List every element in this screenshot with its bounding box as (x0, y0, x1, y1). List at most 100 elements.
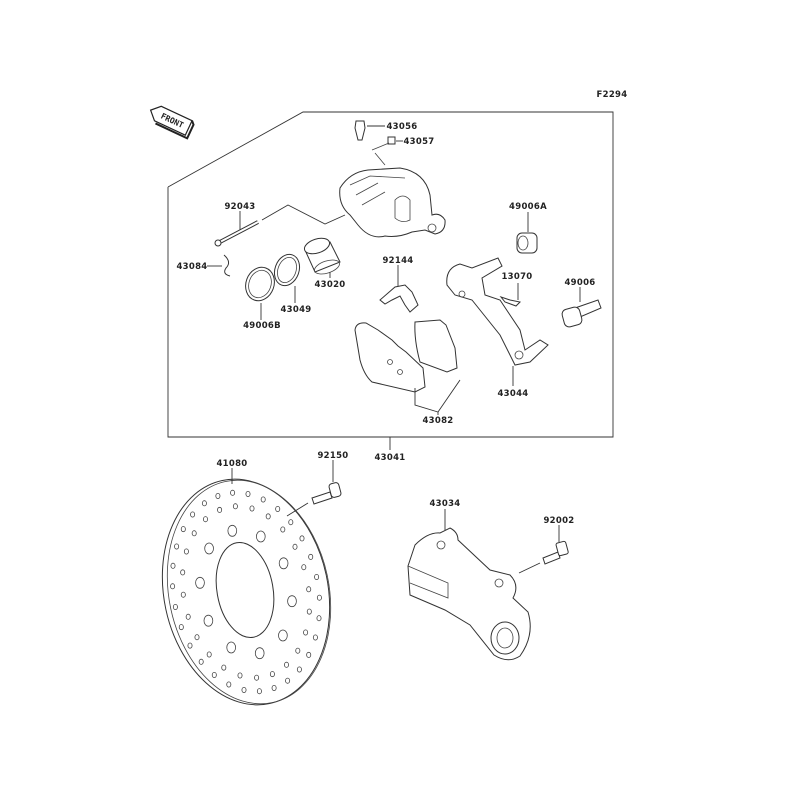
part-label-92144[interactable]: 92144 (382, 256, 413, 266)
part-label-49006B[interactable]: 49006B (243, 321, 281, 331)
disc-hole (237, 672, 243, 679)
disc-hole (226, 641, 237, 654)
boot-a[interactable] (516, 212, 538, 254)
disc-hole (230, 489, 236, 496)
disc-hole (190, 511, 196, 518)
disc-hole (271, 685, 277, 692)
disc-hole (256, 688, 262, 695)
part-label-13070[interactable]: 13070 (501, 272, 532, 282)
disc-hole (255, 530, 266, 543)
part-label-43056[interactable]: 43056 (386, 122, 417, 132)
disc-hole (308, 553, 314, 560)
boot-sleeve[interactable] (561, 287, 602, 328)
part-label-43057[interactable]: 43057 (403, 137, 434, 147)
disc-hole (187, 642, 193, 649)
disc-hole (249, 505, 255, 512)
disc-hole (217, 506, 223, 513)
part-label-41080[interactable]: 41080 (216, 459, 247, 469)
part-label-49006[interactable]: 49006 (564, 278, 595, 288)
part-label-43084[interactable]: 43084 (176, 262, 207, 272)
holder-bolt[interactable] (542, 525, 569, 565)
caliper-body[interactable] (339, 167, 446, 238)
disc-hole (227, 524, 238, 537)
disc-bolt[interactable] (311, 460, 342, 505)
pad-clip[interactable] (499, 283, 522, 307)
disc-hole (170, 562, 176, 569)
caliper-holder[interactable] (407, 509, 541, 661)
disc-hole (278, 629, 288, 642)
disc-hole (260, 496, 266, 503)
disc-hole (303, 629, 309, 636)
disc-hole (204, 542, 214, 555)
disc-hole (306, 651, 312, 658)
dust-seal[interactable] (241, 263, 279, 320)
disc-hole (254, 674, 260, 681)
disc-hole (180, 569, 186, 576)
diagram-code: F2294 (597, 90, 628, 100)
disc-hole (280, 526, 286, 533)
part-label-92043[interactable]: 92043 (224, 202, 255, 212)
disc-hole (295, 647, 301, 654)
assembly-outline (167, 111, 614, 438)
bleeder-valve[interactable] (354, 120, 385, 141)
disc-hole (312, 634, 318, 641)
disc-hole (292, 543, 298, 550)
disc-hole (265, 513, 271, 520)
part-label-43034[interactable]: 43034 (429, 499, 460, 509)
disc-hole (215, 492, 221, 499)
disc-hole (245, 490, 251, 497)
piston[interactable] (302, 235, 341, 278)
disc-hole (194, 634, 200, 641)
disc-hole (288, 519, 294, 526)
disc-hole (296, 666, 302, 673)
disc-hole (180, 526, 186, 533)
disc-hole (170, 583, 176, 590)
piston-seal[interactable] (270, 251, 303, 303)
disc-hole (241, 687, 247, 694)
disc-hole (203, 516, 208, 523)
disc-hole (254, 647, 265, 660)
part-label-43049[interactable]: 43049 (280, 305, 311, 315)
disc-hole (185, 613, 191, 620)
part-label-43020[interactable]: 43020 (314, 280, 345, 290)
front-arrow-icon: FRONT (149, 105, 195, 140)
part-label-49006A[interactable]: 49006A (509, 202, 547, 212)
cotter-clip[interactable] (207, 254, 231, 277)
disc-hole (206, 651, 212, 658)
part-label-43041[interactable]: 43041 (374, 453, 405, 463)
part-label-92002[interactable]: 92002 (543, 516, 574, 526)
part-label-92150[interactable]: 92150 (317, 451, 348, 461)
pad-spring[interactable] (379, 265, 419, 313)
disc-hole (183, 548, 189, 555)
disc-hole (275, 505, 281, 512)
disc-hole (232, 503, 238, 510)
caliper-bracket[interactable] (446, 257, 549, 386)
disc-hole (201, 500, 207, 507)
disc-hole (195, 576, 205, 589)
disc-hole (221, 664, 227, 671)
disc-hole (198, 658, 204, 665)
part-label-43082[interactable]: 43082 (422, 416, 453, 426)
disc-hole (301, 564, 307, 571)
caliper-pin[interactable] (214, 204, 346, 247)
bleeder-cap[interactable] (371, 136, 403, 166)
brake-disc[interactable] (142, 463, 351, 720)
disc-hole (211, 672, 217, 679)
disc-hole (172, 604, 178, 611)
disc-hole (284, 661, 289, 668)
disc-hole (191, 530, 197, 537)
disc-hole (178, 624, 184, 631)
disc-hole (285, 677, 291, 684)
disc-hole (299, 535, 305, 542)
disc-hole (316, 594, 322, 601)
disc-hole (306, 586, 312, 593)
disc-hole (287, 595, 297, 608)
disc-hole (278, 557, 289, 570)
disc-hole (316, 615, 322, 622)
disc-hole (269, 671, 275, 678)
brake-pads[interactable] (354, 319, 461, 415)
disc-hole (314, 574, 320, 581)
part-label-43044[interactable]: 43044 (497, 389, 528, 399)
